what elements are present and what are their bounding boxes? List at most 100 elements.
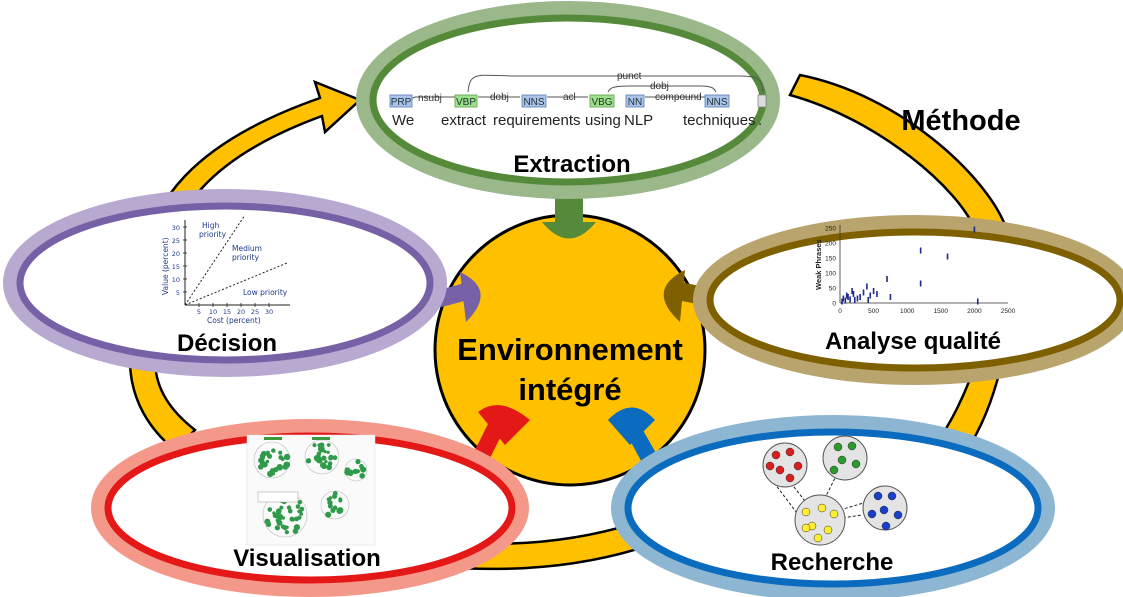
visualisation-dot [325,511,332,518]
visualisation-dot [321,455,327,461]
analyse-point [946,253,949,260]
analyse-point [919,280,922,287]
decision-ellipse [16,202,434,364]
link-5 [771,479,807,526]
analyse-point [866,283,868,290]
decision-xtick-label: 15 [223,308,231,316]
cluster-dot [801,523,811,533]
visualisation-dot [327,499,333,506]
cluster-dot [851,459,861,469]
visualisation-dot [328,454,334,461]
analyse-xtick-label: 1000 [900,308,915,315]
visualisation-dot [267,470,274,478]
group-yellow [794,494,846,546]
visualisation-dot [317,443,322,448]
cluster-dot [893,510,903,520]
decision-region-high-line2: priority [199,230,227,239]
visualisation-dot [265,521,272,528]
analyse-label: Analyse qualité [825,328,1001,355]
analyse-point [853,297,856,303]
cluster-dot [873,491,883,501]
extraction-label: Extraction [513,151,630,178]
tag-box-nns-1 [521,94,547,108]
visualisation-dot [323,449,327,454]
decision-label: Décision [177,330,277,357]
connector-recherche-cap [608,407,655,445]
visualisation-dot [284,529,290,535]
visualisation-dot [312,443,317,448]
visualisation-dot [278,455,284,460]
decision-xtick-label: 5 [197,308,201,316]
cluster-2 [304,439,340,475]
visualisation-dot [283,453,291,461]
node-visualisation: Visualisation [91,419,529,597]
visualisation-dot [355,459,361,465]
tag-vbp: VBP [456,97,476,108]
analyse-xtick-label: 2000 [967,308,982,315]
visualisation-dot [271,448,276,453]
decision-ring [3,189,447,377]
node-recherche: Recherche [611,415,1055,597]
visualisation-dot [327,461,333,466]
analyse-xtick-label: 1500 [934,308,949,315]
cluster-dot [833,442,843,452]
cluster-dots [765,441,903,543]
recherche-label: Recherche [771,549,894,576]
arc-punct [467,74,764,93]
dependency-parse: punct dobj nsubj dobj acl compound PRP V… [389,71,767,129]
decision-ytick-label: 10 [172,276,180,284]
word-requirements: requirements [493,112,581,129]
decision-ytick-label: 20 [172,250,180,258]
tag-vbg: VBG [591,97,612,108]
word-nlp: NLP [624,112,653,129]
visualisation-dot [332,491,338,496]
visualisation-dot [332,455,338,461]
analyse-ytick-label: 100 [825,271,836,278]
visualisation-popup [257,491,299,503]
visualisation-dot [328,496,333,500]
tag-nns-1: NNS [523,97,544,108]
analyse-ytick-label: 50 [829,286,837,293]
analyse-point [872,288,875,294]
cluster-dot [837,455,847,465]
decision-ytick-label: 5 [176,289,180,297]
analyse-point [976,298,979,305]
visualisation-dot [352,468,359,475]
visualisation-dot [291,517,295,522]
analyse-ytick-label: 150 [825,256,836,263]
analyse-point [849,296,851,303]
arc-label-compound: compound [655,92,702,103]
hub-label-line1: Environnement [457,332,683,367]
connector-decision-cap [460,272,481,322]
cluster-dot [867,509,877,519]
analyse-point [867,297,870,303]
visualisation-dots [257,442,367,535]
analyse-xtick-label: 2500 [1001,308,1016,315]
analyse-points [841,226,979,305]
connector-extraction-cap [542,222,596,239]
analyse-point [862,289,865,296]
analyse-ring [693,215,1123,385]
cluster-dot [793,461,803,471]
cluster-dot [881,521,891,531]
analyse-ytick-label: 200 [825,241,836,248]
decision-xtick-label: 20 [237,308,245,316]
decision-ytick-label: 15 [172,263,180,271]
visualisation-dot [324,460,328,464]
decision-region-medium-line1: Medium [232,244,262,253]
analyse-point [886,276,888,282]
analyse-ellipse [706,228,1123,372]
visualisation-dot [286,505,292,510]
cluster-dot [887,491,897,501]
analyse-point [844,297,847,304]
tag-box-vbg [589,94,615,108]
arc-label-acl: acl [563,92,576,103]
analyse-ytick-label: 250 [825,226,836,233]
word-techniques: techniques [683,112,756,129]
arc-label-dobj-2: dobj [650,81,669,92]
